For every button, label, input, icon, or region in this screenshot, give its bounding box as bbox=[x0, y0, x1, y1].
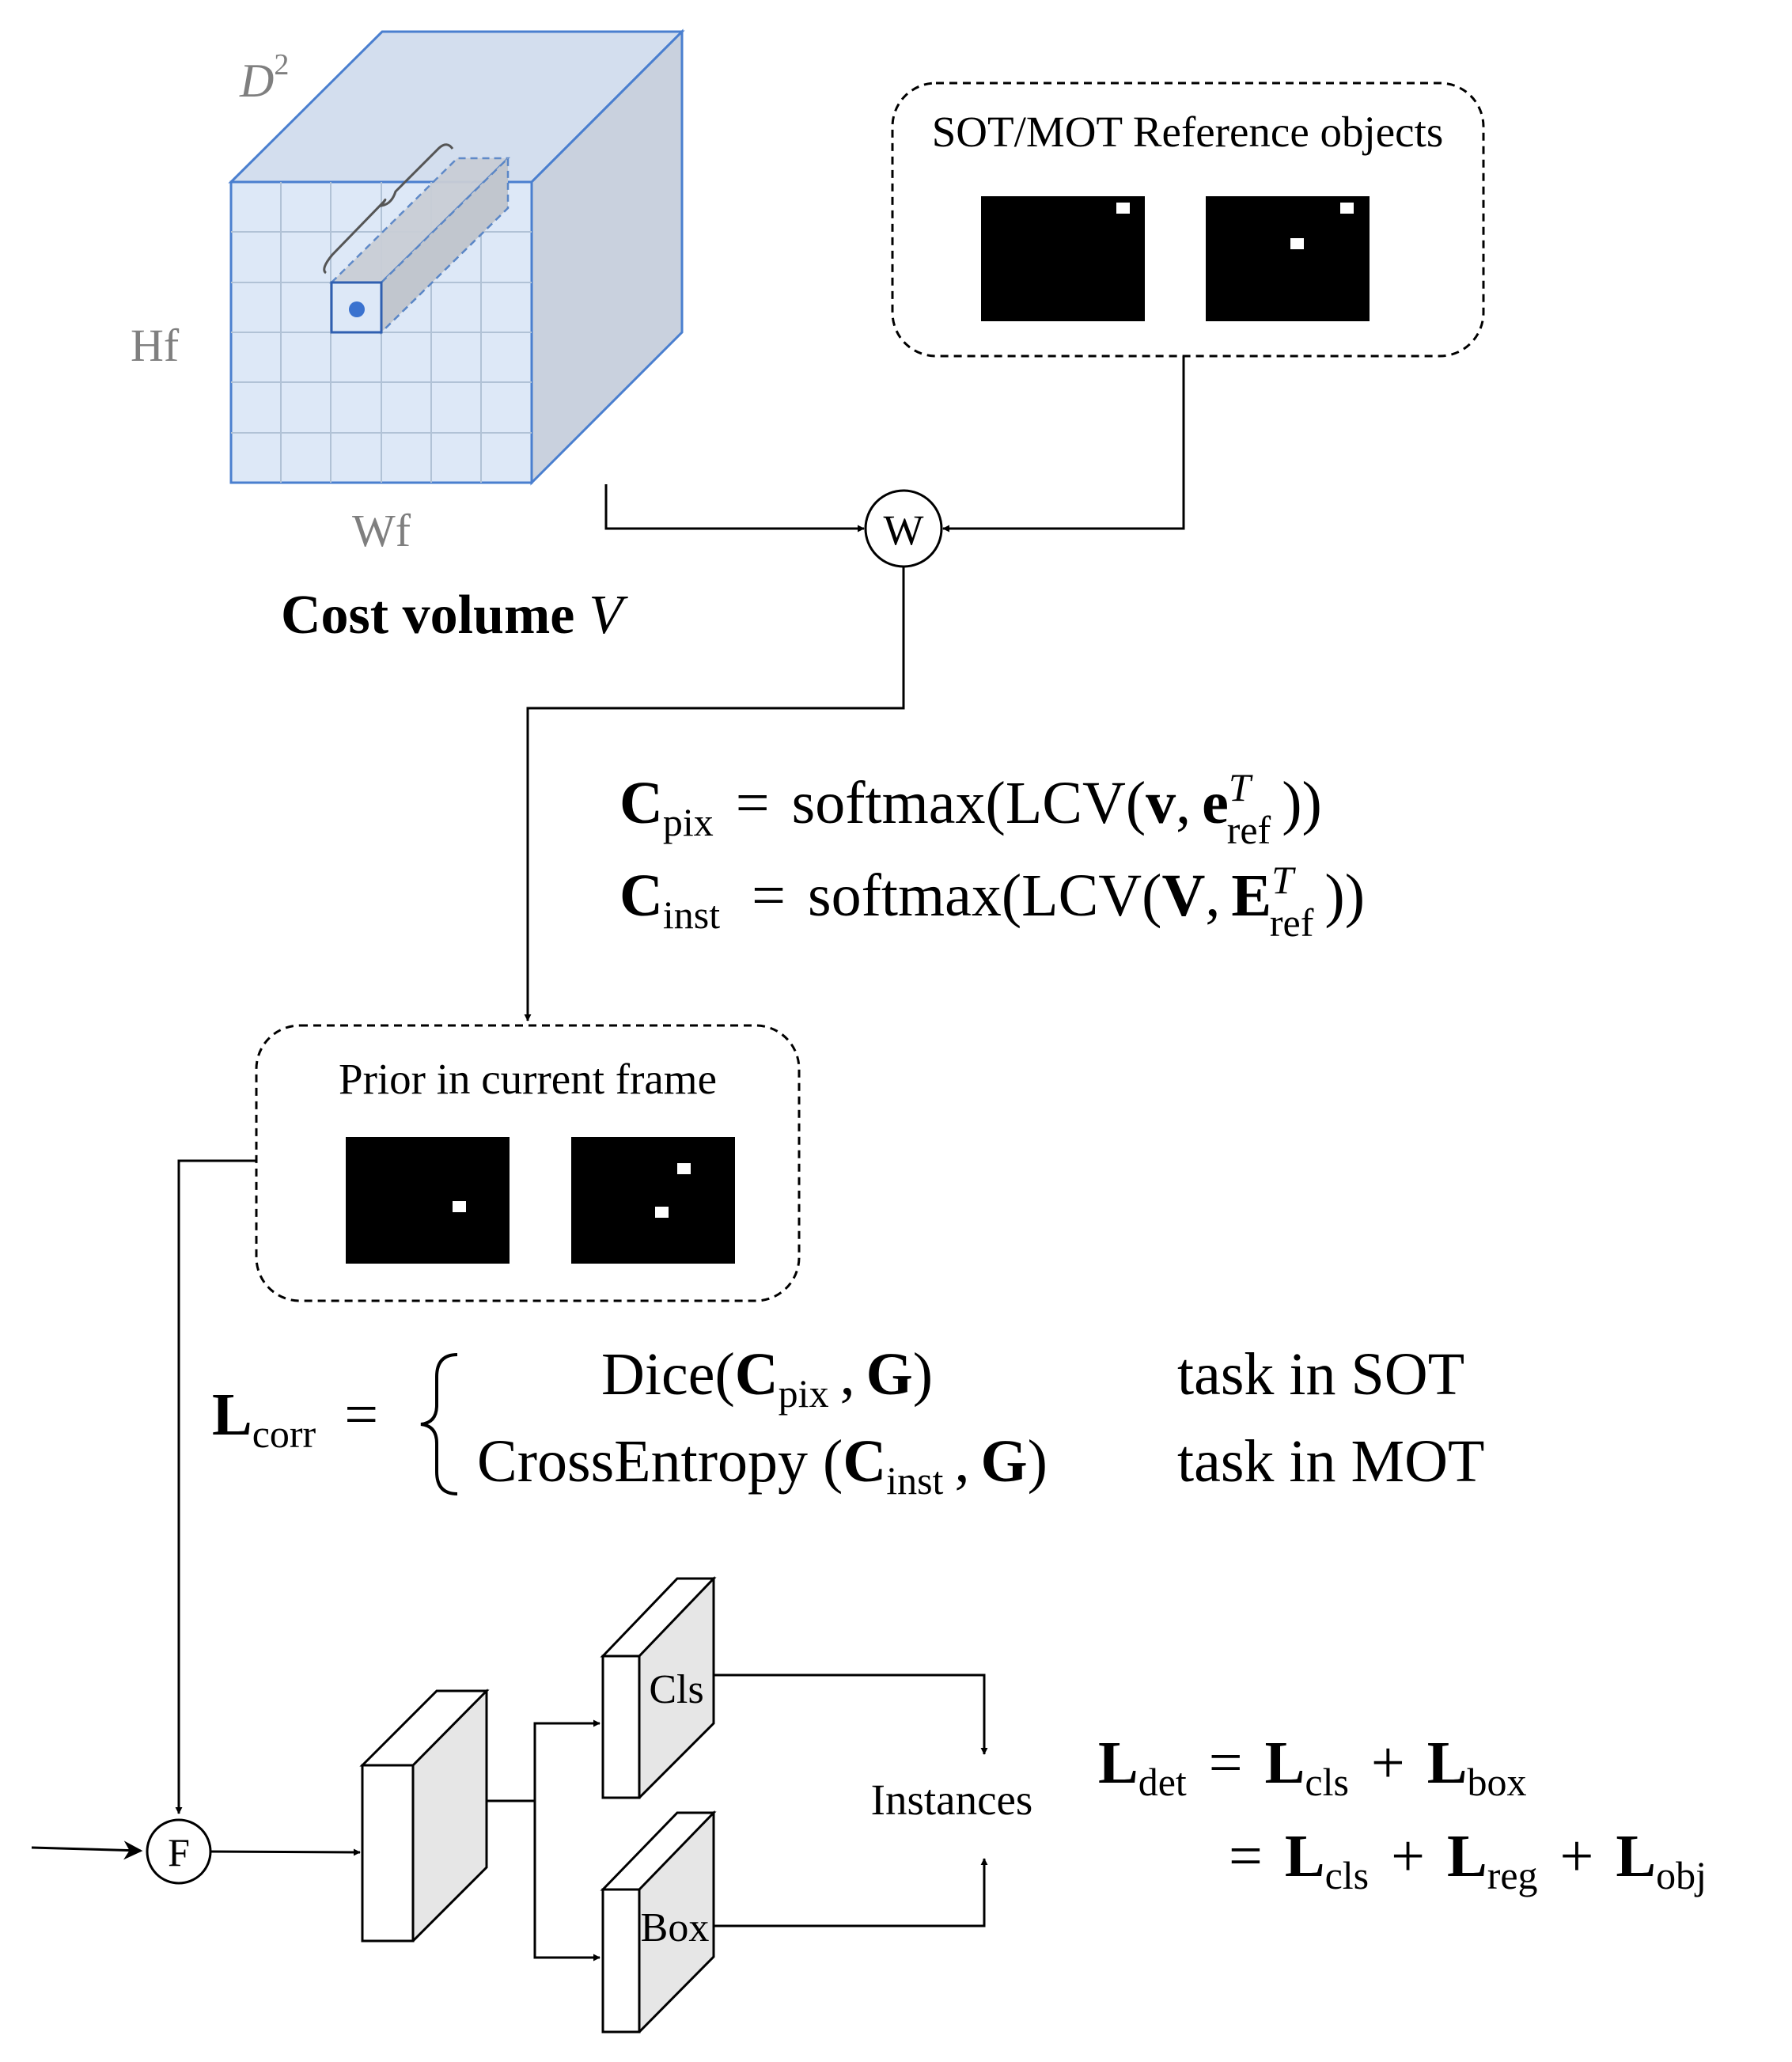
prior-box-title: Prior in current frame bbox=[339, 1055, 717, 1103]
sot-condition: task in SOT bbox=[1177, 1341, 1464, 1408]
arrow-prior-to-f bbox=[175, 1159, 256, 1814]
height-label: Hf bbox=[131, 320, 180, 371]
reference-mask-sot bbox=[981, 196, 1145, 321]
depth-column bbox=[323, 143, 511, 335]
neck-branch-connector bbox=[487, 1719, 600, 1802]
prior-mask-mot bbox=[571, 1137, 735, 1264]
arrow-cls-to-instances bbox=[714, 1673, 988, 1755]
depth-label: D2 bbox=[239, 48, 289, 107]
arrow-reference-to-w bbox=[942, 356, 1185, 533]
arrow-box-to-instances bbox=[714, 1858, 988, 1927]
box-head-block: Box bbox=[600, 1810, 717, 2034]
reference-mask-mot bbox=[1206, 196, 1370, 321]
prior-mask-sot bbox=[346, 1137, 510, 1264]
selected-pixel-dot bbox=[349, 301, 365, 317]
neck-branch-connector-lower bbox=[533, 1801, 600, 1962]
cross-entropy-case: CrossEntropy (Cinst,G) bbox=[477, 1428, 1048, 1503]
dice-case: Dice(Cpix,G) bbox=[601, 1341, 933, 1416]
box-head-label: Box bbox=[641, 1905, 710, 1950]
neck-feature-block bbox=[359, 1689, 490, 1943]
reference-objects-box: SOT/MOT Reference objects bbox=[891, 81, 1485, 358]
weighting-node: W bbox=[864, 489, 943, 568]
l-det-line2: =Lcls+Lreg+Lobj bbox=[1229, 1823, 1707, 1897]
reference-box-title: SOT/MOT Reference objects bbox=[932, 108, 1444, 156]
depth-brace bbox=[323, 143, 454, 275]
arrow-volume-to-w bbox=[604, 484, 865, 533]
arrow-input-to-f bbox=[31, 1840, 143, 1860]
cls-head-label: Cls bbox=[649, 1667, 703, 1712]
width-label: Wf bbox=[352, 505, 411, 556]
correlation-loss: Lcorr= Dice(Cpix,G) task in SOT CrossEnt… bbox=[212, 1341, 1484, 1503]
fusion-node: F bbox=[146, 1818, 212, 1885]
detection-loss: Ldet=Lcls+Lbox =Lcls+Lreg+Lobj bbox=[1098, 1730, 1707, 1897]
mot-condition: task in MOT bbox=[1177, 1428, 1484, 1495]
instances-label: Instances bbox=[871, 1776, 1033, 1824]
cases-brace bbox=[420, 1353, 458, 1495]
prior-current-frame-box: Prior in current frame bbox=[255, 1024, 801, 1302]
l-det-line1: Ldet=Lcls+Lbox bbox=[1098, 1730, 1527, 1804]
svg-text:F: F bbox=[168, 1830, 190, 1874]
l-corr-symbol: Lcorr= bbox=[212, 1382, 378, 1456]
cls-head-block: Cls bbox=[600, 1576, 717, 1799]
arrow-w-to-prior bbox=[524, 567, 905, 1022]
svg-text:W: W bbox=[884, 506, 924, 554]
